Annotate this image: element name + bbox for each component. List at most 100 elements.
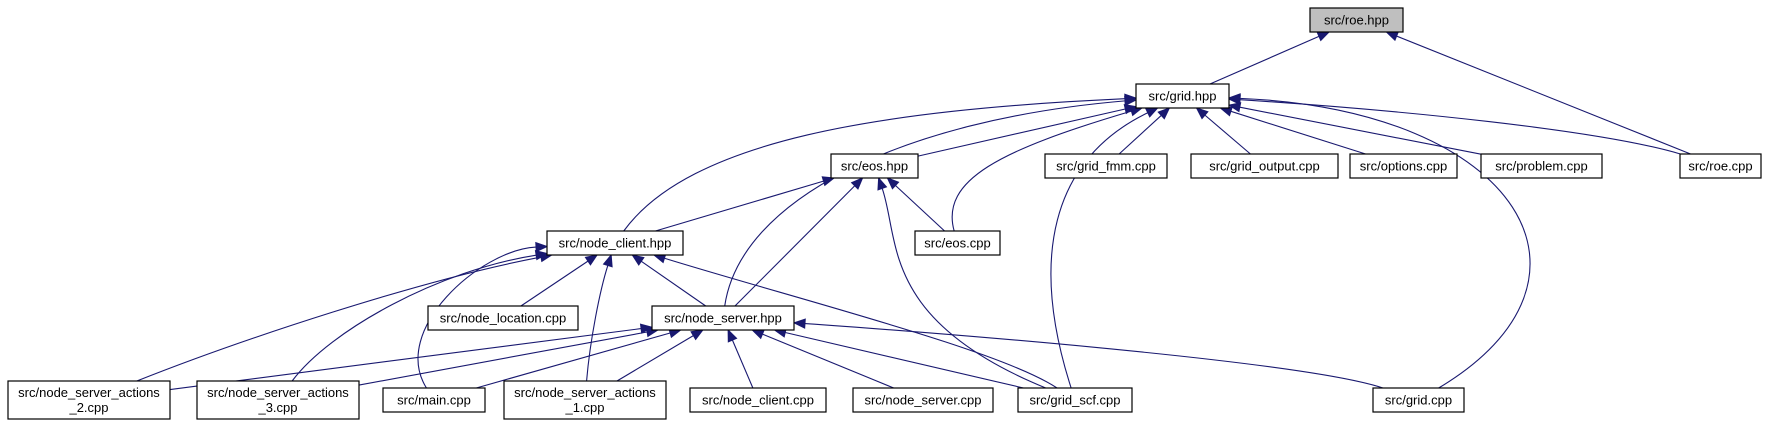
node-node-client-hpp[interactable]: src/node_client.hpp bbox=[546, 230, 684, 256]
node-label: src/node_client.cpp bbox=[702, 393, 814, 408]
edge-arrowhead bbox=[850, 177, 864, 190]
node-label: src/eos.hpp bbox=[841, 159, 908, 174]
node-label: src/node_server_actions bbox=[207, 385, 349, 400]
node-box bbox=[1135, 83, 1230, 109]
node-roe-cpp[interactable]: src/roe.cpp bbox=[1679, 153, 1762, 179]
node-box bbox=[427, 305, 579, 331]
node-main-cpp[interactable]: src/main.cpp bbox=[382, 387, 486, 413]
edge-arrowhead bbox=[886, 177, 900, 190]
node-label: src/node_server_actions bbox=[18, 385, 160, 400]
edge-grid-hpp-to-eos-hpp bbox=[917, 108, 1126, 157]
node-roe-hpp[interactable]: src/roe.hpp bbox=[1309, 7, 1404, 33]
node-box bbox=[651, 305, 795, 331]
node-label: src/roe.hpp bbox=[1324, 13, 1389, 28]
node-label: src/main.cpp bbox=[397, 393, 471, 408]
node-box bbox=[1044, 153, 1168, 179]
edge-grid-hpp-to-node-server-hpp bbox=[724, 100, 1126, 307]
edge-arrowhead bbox=[1157, 107, 1171, 120]
node-label: src/grid.hpp bbox=[1149, 89, 1217, 104]
edge-eos-hpp-to-node-server-hpp bbox=[734, 185, 856, 307]
edge-arrowhead bbox=[821, 176, 836, 187]
edge-roe-hpp-to-roe-cpp bbox=[1396, 35, 1691, 155]
edge-arrowhead bbox=[792, 318, 806, 329]
node-label: _3.cpp bbox=[257, 400, 297, 415]
edge-arrowhead bbox=[877, 176, 888, 191]
edge-arrowhead bbox=[727, 328, 738, 343]
edge-grid-hpp-to-grid-fmm-cpp bbox=[1118, 115, 1162, 155]
node-label: src/options.cpp bbox=[1360, 159, 1447, 174]
node-box bbox=[1190, 153, 1339, 179]
edge-arrowhead bbox=[1227, 102, 1242, 113]
edge-node-server-hpp-to-grid-scf-cpp bbox=[785, 331, 1024, 389]
edge-arrowhead bbox=[1316, 31, 1331, 42]
edge-node-client-hpp-to-node-server-hpp bbox=[641, 260, 707, 307]
node-grid-hpp[interactable]: src/grid.hpp bbox=[1135, 83, 1230, 109]
node-node-server-cpp[interactable]: src/node_server.cpp bbox=[852, 387, 994, 413]
node-eos-cpp[interactable]: src/eos.cpp bbox=[914, 230, 1001, 256]
edge-grid-hpp-to-node-client-hpp bbox=[623, 98, 1126, 232]
edge-grid-hpp-to-eos-cpp bbox=[951, 110, 1132, 232]
edge-grid-hpp-to-grid-output-cpp bbox=[1204, 114, 1251, 155]
edge-arrowhead bbox=[1145, 107, 1159, 118]
node-box bbox=[689, 387, 827, 413]
node-label: src/grid_output.cpp bbox=[1209, 159, 1320, 174]
edge-node-server-hpp-to-nsa1-cpp bbox=[616, 335, 694, 382]
edge-arrowhead bbox=[751, 329, 765, 340]
node-label: src/roe.cpp bbox=[1688, 159, 1752, 174]
edge-node-client-hpp-to-nsa2-cpp bbox=[136, 256, 542, 382]
edge-arrowhead bbox=[584, 254, 599, 266]
node-label: src/node_server.cpp bbox=[864, 393, 981, 408]
node-node-client-cpp[interactable]: src/node_client.cpp bbox=[689, 387, 827, 413]
edge-node-client-hpp-to-nsa1-cpp bbox=[586, 265, 609, 382]
edge-grid-hpp-to-problem-cpp bbox=[1239, 106, 1482, 155]
node-label: src/eos.cpp bbox=[924, 236, 990, 251]
edge-node-server-hpp-to-node-server-cpp bbox=[762, 333, 894, 389]
edge-grid-hpp-to-roe-cpp bbox=[1239, 99, 1681, 155]
edge-arrowhead bbox=[535, 241, 549, 253]
edge-node-server-hpp-to-grid-cpp bbox=[804, 323, 1384, 389]
node-box bbox=[7, 380, 171, 420]
node-eos-hpp[interactable]: src/eos.hpp bbox=[830, 153, 919, 179]
node-grid-cpp[interactable]: src/grid.cpp bbox=[1372, 387, 1465, 413]
node-box bbox=[196, 380, 360, 420]
node-grid-output-cpp[interactable]: src/grid_output.cpp bbox=[1190, 153, 1339, 179]
node-box bbox=[830, 153, 919, 179]
node-label: src/node_server_actions bbox=[514, 385, 656, 400]
node-box bbox=[1480, 153, 1603, 179]
node-label: src/node_location.cpp bbox=[440, 311, 566, 326]
edge-arrowhead bbox=[602, 253, 613, 268]
node-node-location-cpp[interactable]: src/node_location.cpp bbox=[427, 305, 579, 331]
edge-roe-hpp-to-grid-hpp bbox=[1209, 35, 1320, 85]
node-node-server-hpp[interactable]: src/node_server.hpp bbox=[651, 305, 795, 331]
edge-node-server-hpp-to-main-cpp bbox=[476, 332, 671, 389]
edges-layer bbox=[136, 31, 1691, 391]
node-options-cpp[interactable]: src/options.cpp bbox=[1349, 153, 1458, 179]
edge-node-server-hpp-to-nsa3-cpp bbox=[358, 331, 648, 386]
node-box bbox=[1017, 387, 1133, 413]
edge-arrowhead bbox=[1227, 93, 1241, 104]
edge-node-client-hpp-to-grid-scf-cpp bbox=[664, 257, 1058, 389]
node-grid-scf-cpp[interactable]: src/grid_scf.cpp bbox=[1017, 387, 1133, 413]
edge-eos-hpp-to-eos-cpp bbox=[895, 185, 945, 232]
edge-grid-hpp-to-grid-cpp bbox=[1239, 97, 1531, 389]
node-problem-cpp[interactable]: src/problem.cpp bbox=[1480, 153, 1603, 179]
node-label: src/grid_scf.cpp bbox=[1029, 393, 1120, 408]
node-nsa2-cpp[interactable]: src/node_server_actions_2.cpp bbox=[7, 380, 171, 420]
edge-node-server-hpp-to-node-client-cpp bbox=[731, 339, 754, 389]
node-box bbox=[546, 230, 684, 256]
edge-eos-hpp-to-node-client-hpp bbox=[655, 180, 824, 232]
node-label: src/node_client.hpp bbox=[559, 236, 672, 251]
node-label: _2.cpp bbox=[68, 400, 108, 415]
edge-grid-hpp-to-options-cpp bbox=[1230, 110, 1366, 155]
nodes-layer: src/roe.hpp src/grid.hpp src/eos.hpp src/gr… bbox=[7, 7, 1762, 420]
node-box bbox=[1309, 7, 1404, 33]
node-label: src/grid_fmm.cpp bbox=[1056, 159, 1156, 174]
node-nsa3-cpp[interactable]: src/node_server_actions_3.cpp bbox=[196, 380, 360, 420]
node-label: src/problem.cpp bbox=[1495, 159, 1587, 174]
node-label: _1.cpp bbox=[564, 400, 604, 415]
node-nsa1-cpp[interactable]: src/node_server_actions_1.cpp bbox=[503, 380, 667, 420]
node-box bbox=[382, 387, 486, 413]
node-grid-fmm-cpp[interactable]: src/grid_fmm.cpp bbox=[1044, 153, 1168, 179]
edge-arrowhead bbox=[1124, 95, 1138, 107]
